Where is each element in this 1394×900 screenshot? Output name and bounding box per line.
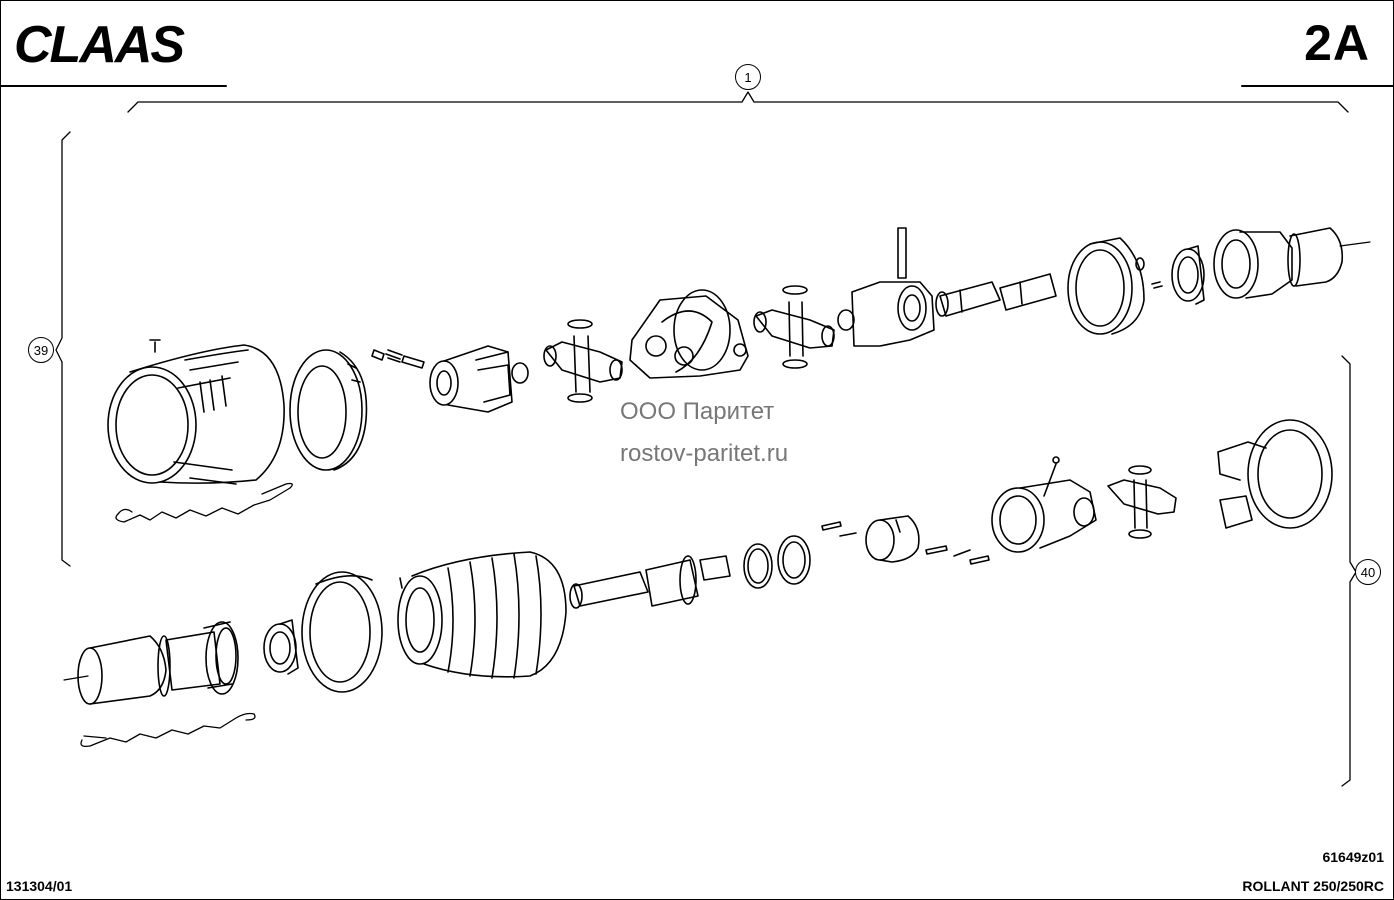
callout-assembly: 1 bbox=[735, 64, 761, 90]
lower-pins bbox=[821, 521, 990, 565]
upper-safety-chain bbox=[115, 482, 293, 523]
document-number: 131304/01 bbox=[6, 878, 73, 894]
upper-cross-1 bbox=[543, 319, 623, 403]
lower-yoke bbox=[991, 456, 1097, 553]
upper-guard-tube bbox=[1067, 237, 1205, 335]
lower-snap-rings bbox=[743, 535, 811, 589]
upper-cross-2 bbox=[753, 285, 835, 369]
right-group-bracket bbox=[1341, 355, 1357, 787]
watermark-website: rostov-paritet.ru bbox=[620, 440, 789, 467]
upper-screws bbox=[371, 349, 425, 369]
upper-outer-yoke bbox=[837, 227, 935, 347]
upper-guard-cone bbox=[107, 339, 285, 485]
lower-collar bbox=[165, 621, 239, 695]
lower-end-tube bbox=[77, 635, 171, 705]
lower-bearing-ring bbox=[263, 619, 299, 675]
figure-number: 61649z01 bbox=[1322, 849, 1384, 865]
lower-safety-chain bbox=[80, 712, 256, 748]
upper-profile-tube bbox=[935, 273, 1057, 317]
callout-left-group: 39 bbox=[28, 337, 54, 363]
upper-inner-yoke bbox=[429, 345, 529, 413]
upper-bearing-ring bbox=[289, 349, 368, 471]
claas-logo: CLAAS bbox=[14, 18, 187, 66]
claas-logo-lettering: CLAAS bbox=[14, 18, 185, 66]
left-group-bracket bbox=[55, 131, 71, 567]
lower-bellows-guard bbox=[397, 551, 567, 679]
center-housing bbox=[629, 289, 749, 379]
lower-cross bbox=[1107, 465, 1177, 539]
lower-coupling bbox=[865, 515, 920, 563]
callout-right-group: 40 bbox=[1355, 559, 1381, 585]
lower-guard-cone bbox=[301, 571, 383, 693]
lower-centerline bbox=[63, 675, 89, 681]
upper-end-collar bbox=[1213, 227, 1344, 299]
sheet-number: 2A bbox=[1304, 15, 1370, 71]
assembly-bracket bbox=[127, 91, 1349, 113]
lower-profile-tube bbox=[569, 555, 731, 609]
watermark-company: ООО Паритет bbox=[620, 398, 775, 425]
upper-centerline bbox=[1339, 241, 1371, 247]
lower-end-guard bbox=[1217, 419, 1333, 529]
machine-model: ROLLANT 250/250RC bbox=[1242, 878, 1384, 894]
